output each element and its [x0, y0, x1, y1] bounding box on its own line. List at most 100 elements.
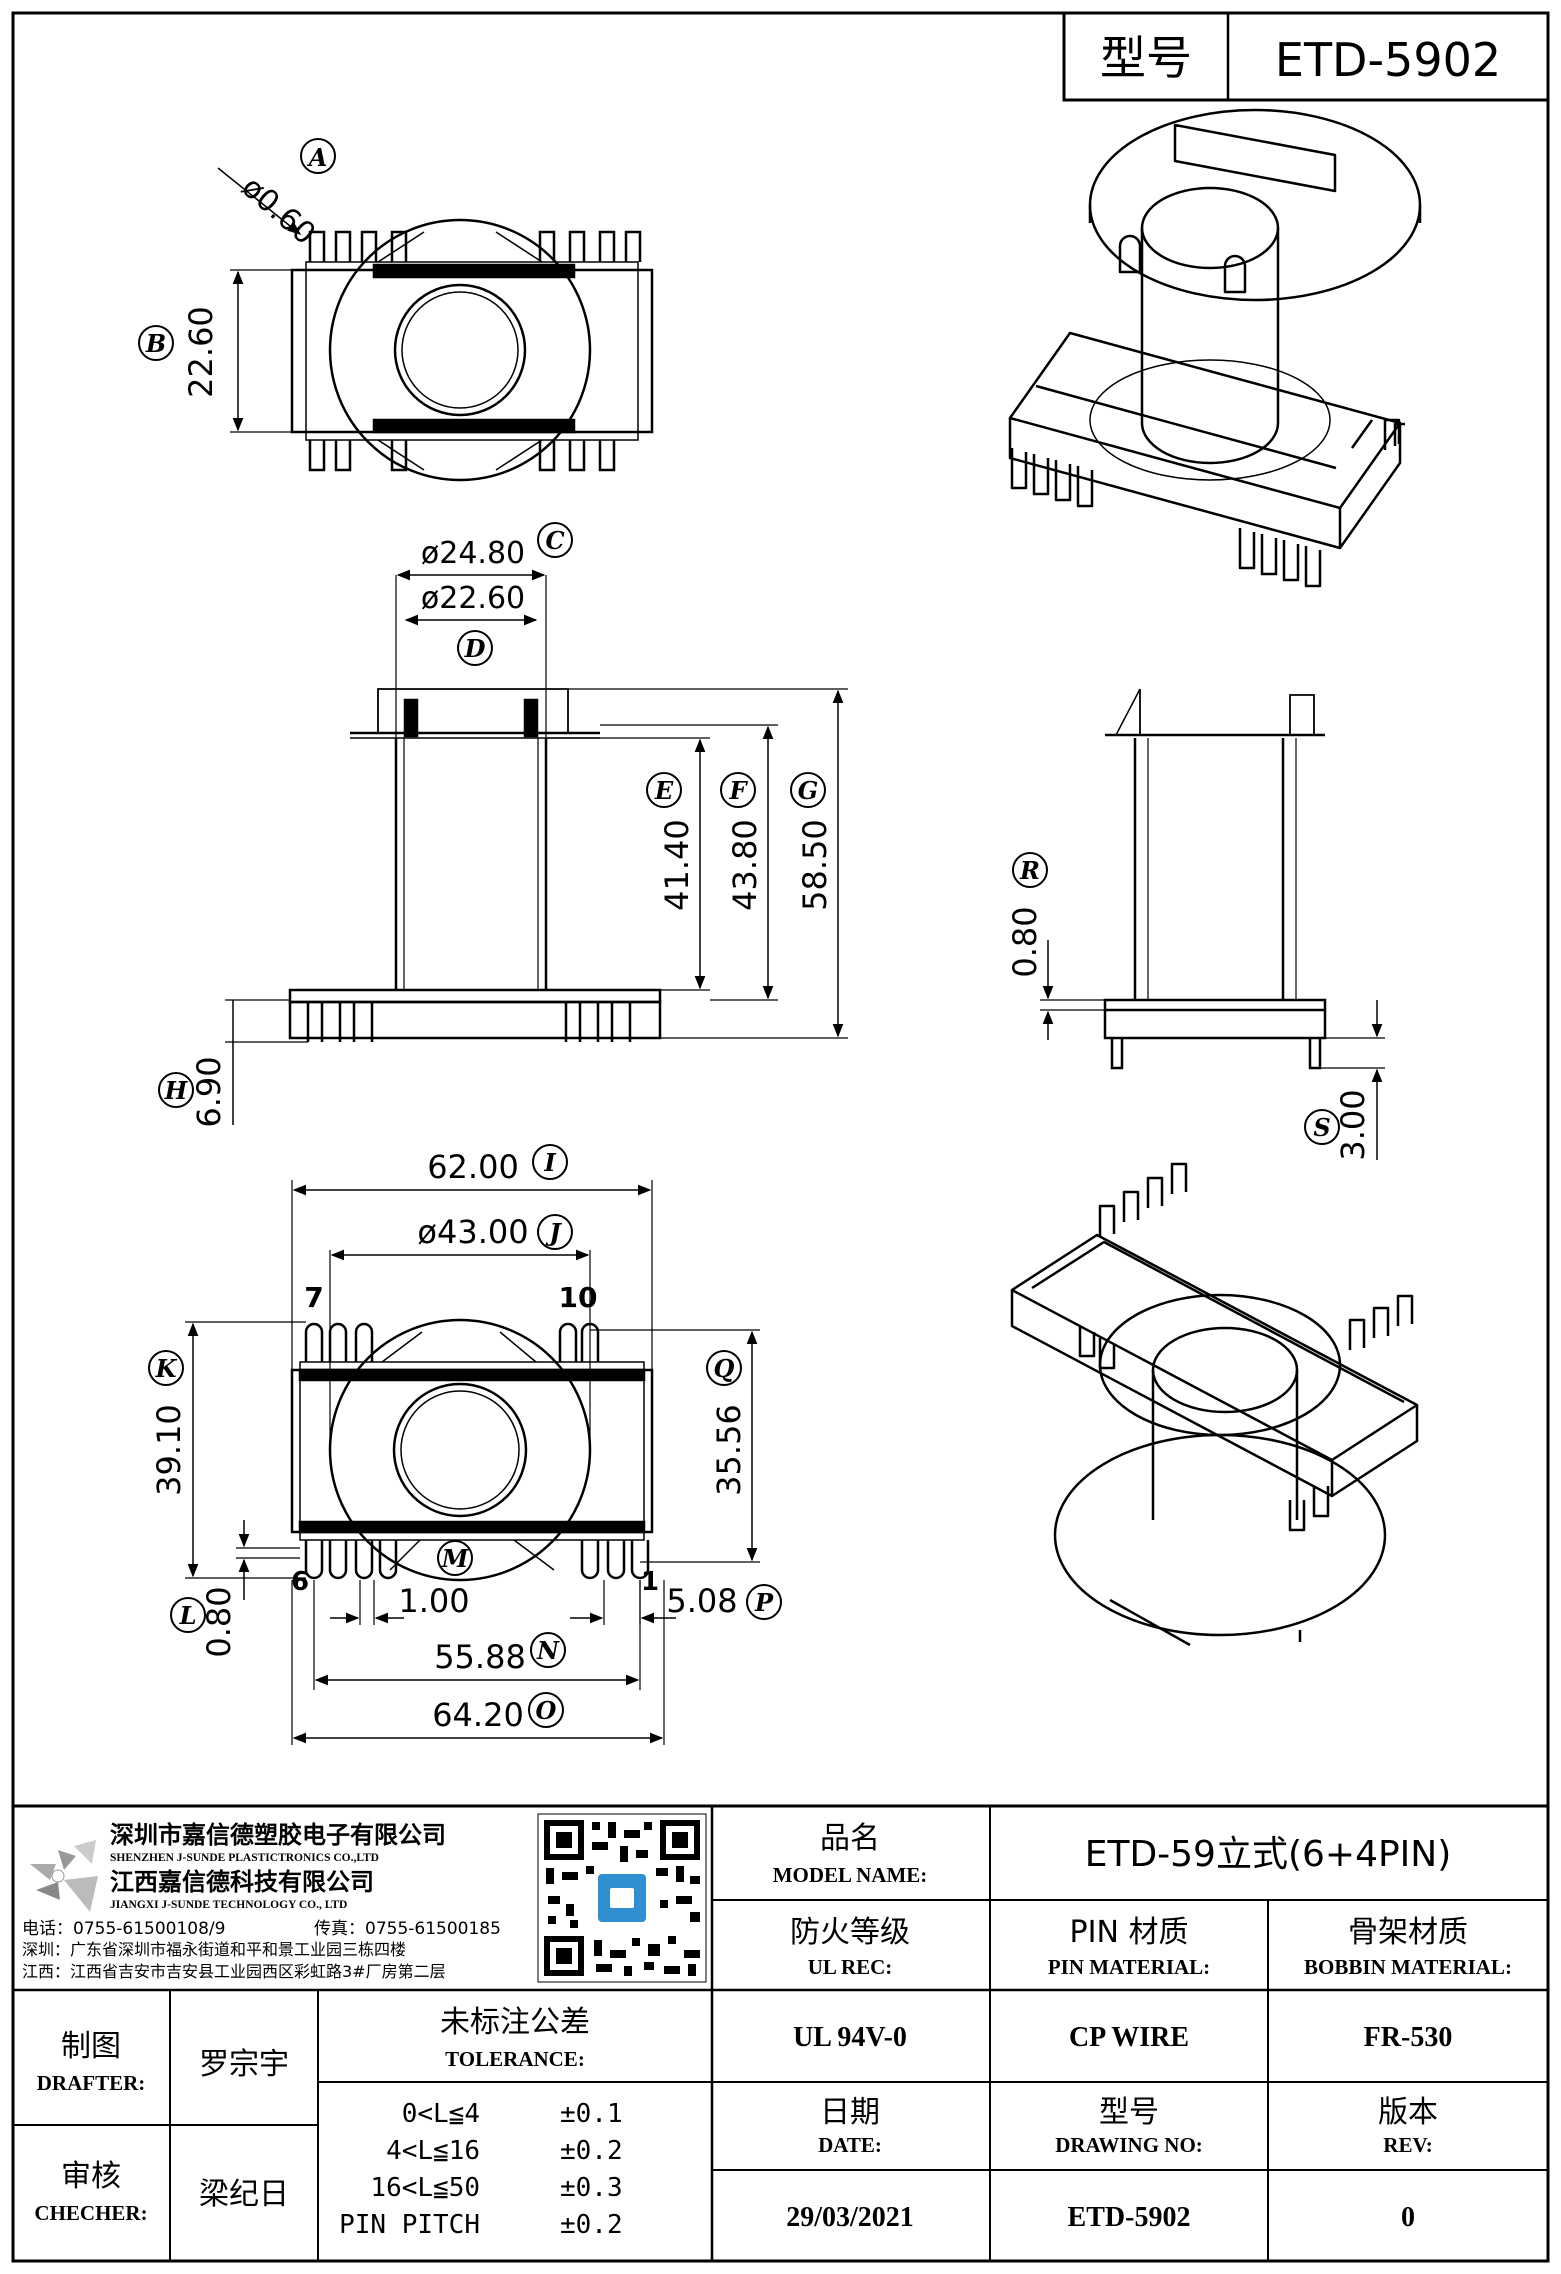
pin-material-cn: PIN 材质 — [1070, 1915, 1189, 1950]
dim-R-value: 0.80 — [1006, 906, 1044, 977]
checker-en: CHECHER: — [34, 2201, 147, 2225]
company-logo — [30, 1840, 98, 1912]
dim-B-value: 22.60 — [182, 306, 220, 398]
ul-rec-en: UL REC: — [808, 1955, 893, 1979]
tolerance-value-1: ±0.1 — [560, 2099, 623, 2129]
bobbin-material-en: BOBBIN MATERIAL: — [1304, 1955, 1512, 1979]
company-phone: 电话：0755-61500108/9 — [22, 1919, 225, 1939]
dim-Q-value: 35.56 — [710, 1404, 748, 1496]
dim-H: 6.90 H — [158, 999, 308, 1128]
isometric-view-top — [1008, 108, 1422, 588]
dim-S-value: 3.00 — [1334, 1089, 1372, 1160]
tolerance-cn: 未标注公差 — [440, 2005, 590, 2040]
dim-J-value: ø43.00 — [417, 1213, 528, 1251]
dim-R: 0.80 R — [1006, 852, 1105, 1040]
drawing-no-value: ETD-5902 — [1068, 2202, 1191, 2233]
dim-D: ø22.60 D — [404, 581, 538, 666]
dim-I-value: 62.00 — [427, 1148, 519, 1186]
drafter-cn: 制图 — [61, 2029, 121, 2064]
tolerance-value-3: ±0.3 — [560, 2173, 623, 2203]
side-view — [288, 688, 662, 1042]
dim-A-letter: A — [307, 143, 328, 172]
dim-C: ø24.80 C — [395, 522, 573, 738]
dim-O-letter: O — [536, 1696, 557, 1725]
ul-rec-cn: 防火等级 — [790, 1915, 910, 1950]
date-value: 29/03/2021 — [786, 2202, 914, 2233]
dim-H-letter: H — [164, 1076, 189, 1105]
tolerance-range-4: PIN PITCH — [339, 2210, 480, 2240]
dim-P-letter: P — [754, 1588, 774, 1617]
end-view — [1103, 688, 1327, 1070]
dim-O: 64.20 O — [291, 1580, 665, 1745]
dim-D-letter: D — [464, 634, 486, 663]
header-model-box: 型号 ETD-5902 — [1062, 11, 1550, 102]
drawing-no-cn: 型号 — [1099, 2095, 1159, 2130]
tolerance-value-4: ±0.2 — [560, 2210, 623, 2240]
pin-material-value: CP WIRE — [1069, 2022, 1189, 2053]
drafter-value: 罗宗宇 — [199, 2047, 289, 2082]
tolerance-en: TOLERANCE: — [445, 2047, 585, 2071]
dim-G-value: 58.50 — [796, 819, 834, 911]
rev-value: 0 — [1401, 2202, 1415, 2233]
drawing-no-en: DRAWING NO: — [1055, 2133, 1203, 2157]
pin-label-1: 1 — [641, 1567, 659, 1597]
tolerance-value-2: ±0.2 — [560, 2136, 623, 2166]
company-address-sz: 深圳：广东省深圳市福永街道和平和景工业园三栋四楼 — [22, 1940, 406, 1959]
dim-L-value: 0.80 — [200, 1586, 238, 1657]
company-name-jx-en: JIANGXI J-SUNDE TECHNOLOGY CO., LTD — [110, 1899, 347, 1911]
dim-M: 1.00 M — [330, 1540, 473, 1625]
dim-J-letter: J — [545, 1218, 562, 1247]
dim-P: 5.08 P — [570, 1580, 782, 1625]
header-model-value: ETD-5902 — [1275, 33, 1501, 87]
dim-B-letter: B — [145, 329, 166, 358]
date-en: DATE: — [818, 2133, 882, 2157]
tolerance-range-3: 16<L≦50 — [370, 2173, 480, 2203]
dim-A: ø0.60 A — [217, 138, 336, 252]
dim-E-letter: E — [654, 776, 674, 805]
dim-P-value: 5.08 — [666, 1582, 737, 1620]
company-name-sz-en: SHENZHEN J-SUNDE PLASTICTRONICS CO.,LTD — [110, 1852, 379, 1864]
bottom-view — [290, 1318, 654, 1582]
dim-O-value: 64.20 — [432, 1696, 524, 1734]
rev-cn: 版本 — [1378, 2095, 1438, 2130]
company-address-jx: 江西：江西省吉安市吉安县工业园西区彩虹路3#厂房第二层 — [22, 1962, 446, 1981]
dim-C-letter: C — [545, 526, 564, 555]
dim-J: ø43.00 J — [329, 1213, 591, 1450]
tolerance-range-2: 4<L≦16 — [386, 2136, 480, 2166]
dim-D-value: ø22.60 — [421, 581, 525, 616]
pin-label-7: 7 — [304, 1281, 323, 1314]
top-view — [290, 218, 654, 482]
date-cn: 日期 — [820, 2095, 880, 2130]
dim-K-letter: K — [155, 1354, 178, 1383]
dim-B: 22.60 B — [138, 269, 292, 433]
header-model-label: 型号 — [1100, 31, 1192, 85]
sheet-border — [11, 11, 1550, 2263]
company-name-jx: 江西嘉信德科技有限公司 — [110, 1868, 374, 1896]
dim-Q: 35.56 Q — [590, 1329, 760, 1563]
qr-code — [537, 1813, 707, 1983]
dim-H-value: 6.90 — [190, 1056, 228, 1127]
bobbin-material-value: FR-530 — [1364, 2022, 1453, 2053]
dim-F-value: 43.80 — [726, 819, 764, 911]
tolerance-range-1: 0<L≦4 — [402, 2099, 480, 2129]
product-name-value: ETD-59立式(6+4PIN) — [1085, 1834, 1452, 1875]
dim-L: 0.80 L — [170, 1520, 300, 1658]
dim-G-letter: G — [798, 776, 819, 805]
drafter-en: DRAFTER: — [37, 2071, 146, 2095]
dim-E: 41.40 E — [546, 737, 710, 991]
company-name-sz: 深圳市嘉信德塑胶电子有限公司 — [110, 1821, 446, 1849]
dim-N-letter: N — [536, 1636, 560, 1665]
product-name-cn: 品名 — [820, 1821, 880, 1856]
pin-label-10: 10 — [559, 1281, 598, 1314]
dim-F: 43.80 F — [600, 724, 778, 1001]
dim-K-value: 39.10 — [150, 1404, 188, 1496]
ul-rec-value: UL 94V-0 — [793, 2022, 907, 2053]
dim-Q-letter: Q — [714, 1354, 735, 1383]
dim-N-value: 55.88 — [434, 1638, 526, 1676]
dim-C-value: ø24.80 — [421, 536, 525, 571]
isometric-view-bottom — [1010, 1162, 1419, 1647]
dim-S: 3.00 S — [1304, 1000, 1385, 1161]
dim-A-value: ø0.60 — [235, 170, 322, 252]
rev-en: REV: — [1383, 2133, 1432, 2157]
